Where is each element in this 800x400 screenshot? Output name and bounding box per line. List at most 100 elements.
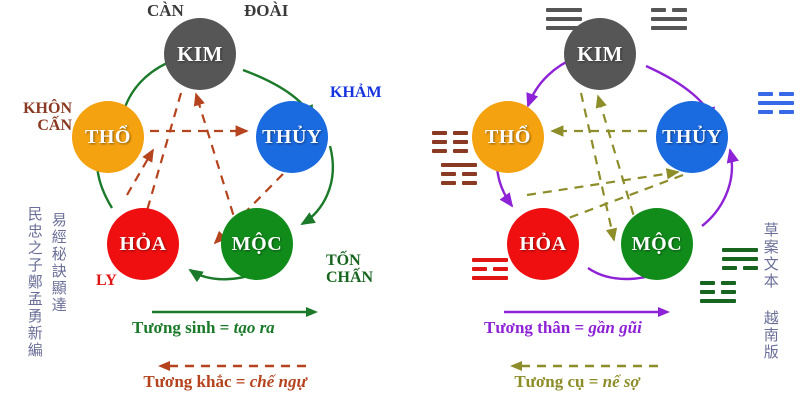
trigram-segment bbox=[441, 172, 457, 176]
fear-cycle-lines bbox=[526, 92, 684, 242]
trigram-segment bbox=[651, 8, 667, 12]
legend-term: Tương sinh = bbox=[132, 318, 234, 337]
trigram-segment bbox=[461, 181, 477, 185]
trigram-line-half bbox=[651, 8, 687, 12]
trigram-label-can: CÀN bbox=[147, 1, 184, 20]
legend-text-tuong-cu: Tương cụ = nể sợ bbox=[484, 372, 670, 392]
trigram-line-half bbox=[441, 181, 477, 185]
node-kim-left[interactable]: KIM bbox=[164, 18, 236, 90]
trigram-segment bbox=[720, 290, 736, 294]
trigram-segment bbox=[432, 140, 448, 144]
trigram-label-ly: LY bbox=[96, 272, 117, 289]
legend-arrow-tuong-cu bbox=[510, 361, 658, 371]
left-diagram-panel: THỔ KIM THỦY HỎA MỘC CÀN ĐOÀI KHẢM KHÔN … bbox=[23, 1, 382, 289]
trigram-segment bbox=[722, 248, 758, 252]
node-thuy-left[interactable]: THỦY bbox=[256, 101, 328, 173]
node-tho-right[interactable]: THỔ bbox=[472, 101, 544, 173]
node-moc-left[interactable]: MỘC bbox=[221, 208, 293, 280]
trigram-line-full bbox=[441, 163, 477, 167]
trigram-line-full bbox=[546, 17, 582, 21]
node-label: KIM bbox=[577, 41, 623, 66]
trigram-line-half bbox=[441, 172, 477, 176]
trigram-segment bbox=[452, 140, 468, 144]
node-hoa-left[interactable]: HỎA bbox=[107, 208, 179, 280]
legend-arrowhead bbox=[510, 361, 522, 371]
trigram-line-half bbox=[432, 140, 468, 144]
trigram-glyph-kham bbox=[758, 92, 794, 114]
legend-gloss: chế ngự bbox=[249, 372, 307, 391]
trigram-glyph-ly bbox=[472, 258, 508, 280]
trigram-segment bbox=[700, 281, 716, 285]
trigram-segment bbox=[546, 17, 582, 21]
node-tho-left[interactable]: THỔ bbox=[72, 101, 144, 173]
trigram-glyph-khon bbox=[432, 131, 468, 153]
trigram-line-full bbox=[651, 26, 687, 30]
trigram-segment bbox=[546, 26, 582, 30]
trigram-label-khon-can: KHÔN CẤN bbox=[23, 100, 72, 135]
trigram-line-full bbox=[722, 257, 758, 261]
node-label: MỘC bbox=[631, 232, 683, 255]
trigram-line-half bbox=[758, 92, 794, 96]
legend-entry-tuong-cu: Tương cụ = nể sợ bbox=[484, 360, 670, 392]
trigram-glyph-can bbox=[546, 8, 582, 30]
trigram-segment bbox=[492, 267, 508, 271]
legend-arrowhead bbox=[658, 307, 670, 317]
trigram-line-half bbox=[472, 267, 508, 271]
trigram-line-half bbox=[758, 110, 794, 114]
trigram-label-kham: KHẢM bbox=[330, 84, 382, 101]
trigram-segment bbox=[472, 267, 488, 271]
trigram-segment bbox=[432, 149, 448, 153]
legend-entry-tuong-than: Tương thân = gần gũi bbox=[484, 306, 670, 338]
trigram-line-full bbox=[472, 258, 508, 262]
side-text-right: 草案文本 越南版 bbox=[761, 222, 780, 361]
legend-term: Tương cụ = bbox=[514, 372, 603, 391]
trigram-line-half bbox=[700, 290, 736, 294]
side-text-left-inner: 易經秘訣顯達 bbox=[49, 212, 68, 314]
trigram-segment bbox=[472, 258, 508, 262]
trigram-segment bbox=[700, 299, 736, 303]
trigram-glyph-doai bbox=[651, 8, 687, 30]
trigram-segment bbox=[651, 17, 687, 21]
left-legend: Tương sinh = tạo ra Tương khắc = chế ngự bbox=[132, 306, 318, 392]
node-label: THỦY bbox=[262, 125, 322, 148]
trigram-line-half bbox=[700, 281, 736, 285]
node-moc-right[interactable]: MỘC bbox=[621, 208, 693, 280]
trigram-line-half bbox=[432, 131, 468, 135]
trigram-label-ton-chan: TỐN CHẤN bbox=[326, 252, 374, 287]
right-diagram-panel: THỔ KIM THỦY HỎA MỘC bbox=[400, 0, 800, 400]
node-label: KIM bbox=[177, 41, 223, 66]
trigram-segment bbox=[671, 8, 687, 12]
legend-text-tuong-khac: Tương khắc = chế ngự bbox=[132, 372, 318, 392]
node-thuy-right[interactable]: THỦY bbox=[656, 101, 728, 173]
trigram-glyph-ton bbox=[722, 248, 758, 270]
trigram-segment bbox=[461, 172, 477, 176]
legend-gloss: nể sợ bbox=[602, 372, 640, 391]
legend-arrowhead bbox=[306, 307, 318, 317]
trigram-segment bbox=[452, 131, 468, 135]
trigram-segment bbox=[452, 149, 468, 153]
trigram-line-full bbox=[700, 299, 736, 303]
trigram-line-full bbox=[546, 8, 582, 12]
trigram-segment bbox=[778, 92, 794, 96]
legend-gloss: gần gũi bbox=[588, 318, 642, 337]
trigram-segment bbox=[778, 110, 794, 114]
trigram-segment bbox=[722, 257, 758, 261]
left-diagram-arrows bbox=[91, 46, 335, 283]
trigram-line-full bbox=[758, 101, 794, 105]
legend-arrowhead bbox=[158, 361, 170, 371]
legend-entry-tuong-khac: Tương khắc = chế ngự bbox=[132, 360, 318, 392]
side-text-left-outer: 民忠之子鄭孟勇新編 bbox=[25, 206, 44, 359]
trigram-segment bbox=[432, 131, 448, 135]
trigram-segment bbox=[651, 26, 687, 30]
legend-arrow-tuong-sinh bbox=[152, 307, 318, 317]
node-kim-right[interactable]: KIM bbox=[564, 18, 636, 90]
trigram-glyph-can2 bbox=[441, 163, 477, 185]
trigram-segment bbox=[441, 181, 457, 185]
legend-text-tuong-sinh: Tương sinh = tạo ra bbox=[132, 318, 318, 338]
node-hoa-right[interactable]: HỎA bbox=[507, 208, 579, 280]
trigram-line-full bbox=[651, 17, 687, 21]
trigram-label-doai: ĐOÀI bbox=[244, 1, 289, 20]
trigram-segment bbox=[742, 266, 758, 270]
trigram-segment bbox=[472, 276, 508, 280]
